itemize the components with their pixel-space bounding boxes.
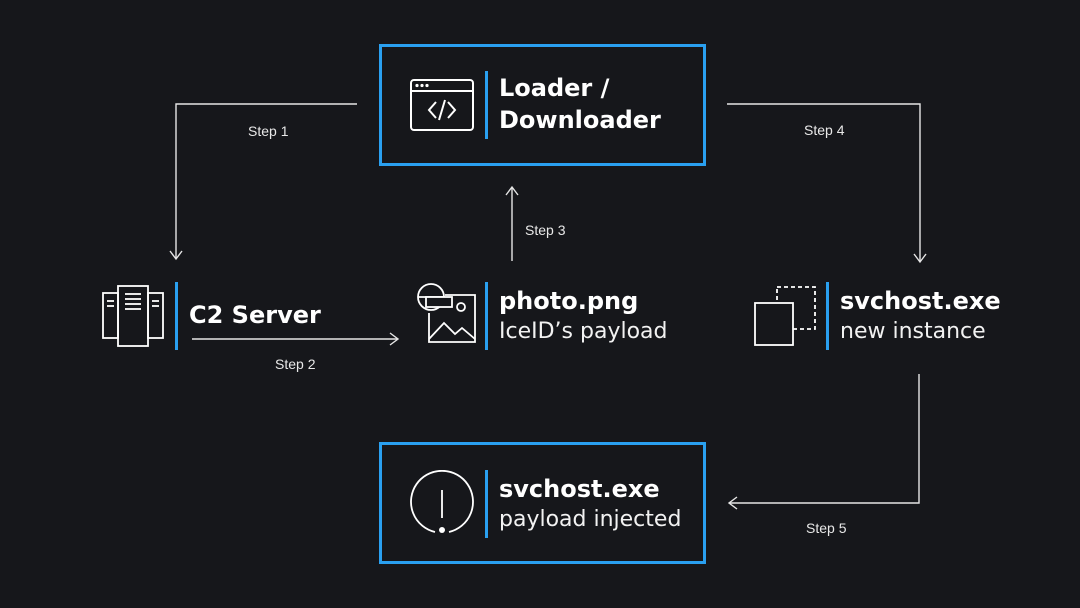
arrowhead-step1 — [169, 250, 183, 261]
c2-accent-bar — [175, 282, 178, 350]
arrow-step5 — [730, 374, 920, 504]
loader-title-line1: Loader / — [499, 74, 610, 102]
svchost-injected-box — [379, 442, 706, 564]
svchost-injected-subtitle: payload injected — [499, 507, 682, 532]
svchost-new-title: svchost.exe — [840, 287, 1001, 315]
arrowhead-step2 — [389, 332, 400, 346]
loader-accent-bar — [485, 71, 488, 139]
svchost-injected-label: svchost.exe payload injected — [499, 473, 681, 535]
loader-box — [379, 44, 706, 166]
arrowhead-step5 — [727, 496, 738, 510]
step5-label: Step 5 — [806, 520, 847, 536]
photo-accent-bar — [485, 282, 488, 350]
photo-title: photo.png — [499, 287, 639, 315]
photo-label: photo.png IceID’s payload — [499, 285, 667, 347]
c2-title: C2 Server — [189, 301, 321, 329]
svchost-new-accent-bar — [826, 282, 829, 350]
server-stack-icon — [102, 285, 164, 347]
arrowhead-step3 — [505, 185, 519, 196]
loader-label: Loader / Downloader — [499, 72, 661, 136]
arrowhead-step4 — [913, 253, 927, 264]
svchost-new-label: svchost.exe new instance — [840, 285, 1001, 347]
svchost-injected-title: svchost.exe — [499, 475, 660, 503]
step3-label: Step 3 — [525, 222, 566, 238]
c2-label: C2 Server — [189, 299, 321, 331]
photo-subtitle: IceID’s payload — [499, 319, 668, 344]
loader-title-line2: Downloader — [499, 106, 661, 134]
svchost-new-subtitle: new instance — [840, 319, 986, 344]
warning-circle-icon — [410, 470, 474, 533]
code-window-icon — [410, 79, 474, 131]
image-file-icon — [417, 283, 476, 343]
step4-label: Step 4 — [804, 122, 845, 138]
svchost-injected-accent-bar — [485, 470, 488, 538]
step2-label: Step 2 — [275, 356, 316, 372]
arrow-step1 — [175, 103, 357, 258]
arrow-step4 — [727, 103, 921, 261]
copy-instance-icon — [754, 286, 816, 346]
step1-label: Step 1 — [248, 123, 289, 139]
